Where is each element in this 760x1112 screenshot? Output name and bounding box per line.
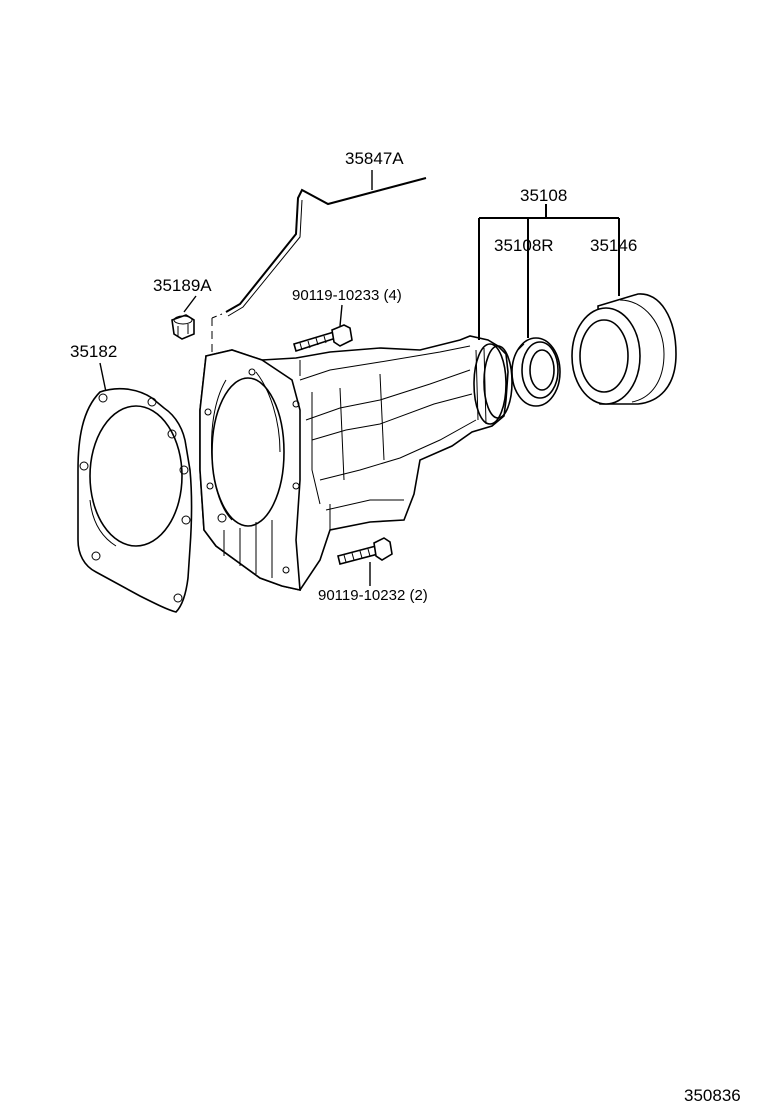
figure-number: 350836 [684, 1086, 741, 1105]
breather-rod-35847A [225, 177, 427, 317]
label-35189A: 35189A [153, 276, 212, 295]
plug-35189A [171, 314, 195, 340]
label-35108: 35108 [520, 186, 567, 205]
oil-seal-35108R [511, 337, 561, 407]
label-35182: 35182 [70, 342, 117, 361]
bolt-90119-10232 [337, 537, 393, 565]
label-90119-10233: 90119-10233 (4) [292, 287, 402, 304]
leader-35182 [99, 362, 107, 393]
bracket-35108 [478, 204, 620, 340]
dust-deflector-35146 [571, 293, 677, 405]
label-35146: 35146 [590, 236, 637, 255]
label-35108R: 35108R [494, 236, 554, 255]
extension-housing [199, 335, 513, 592]
leader-35189A [183, 295, 197, 313]
label-90119-10232: 90119-10232 (2) [318, 587, 428, 604]
gasket-35182 [77, 387, 193, 613]
leader-90119-10233 [339, 304, 343, 327]
bolt-90119-10233 [293, 324, 353, 353]
label-35847A: 35847A [345, 149, 404, 168]
